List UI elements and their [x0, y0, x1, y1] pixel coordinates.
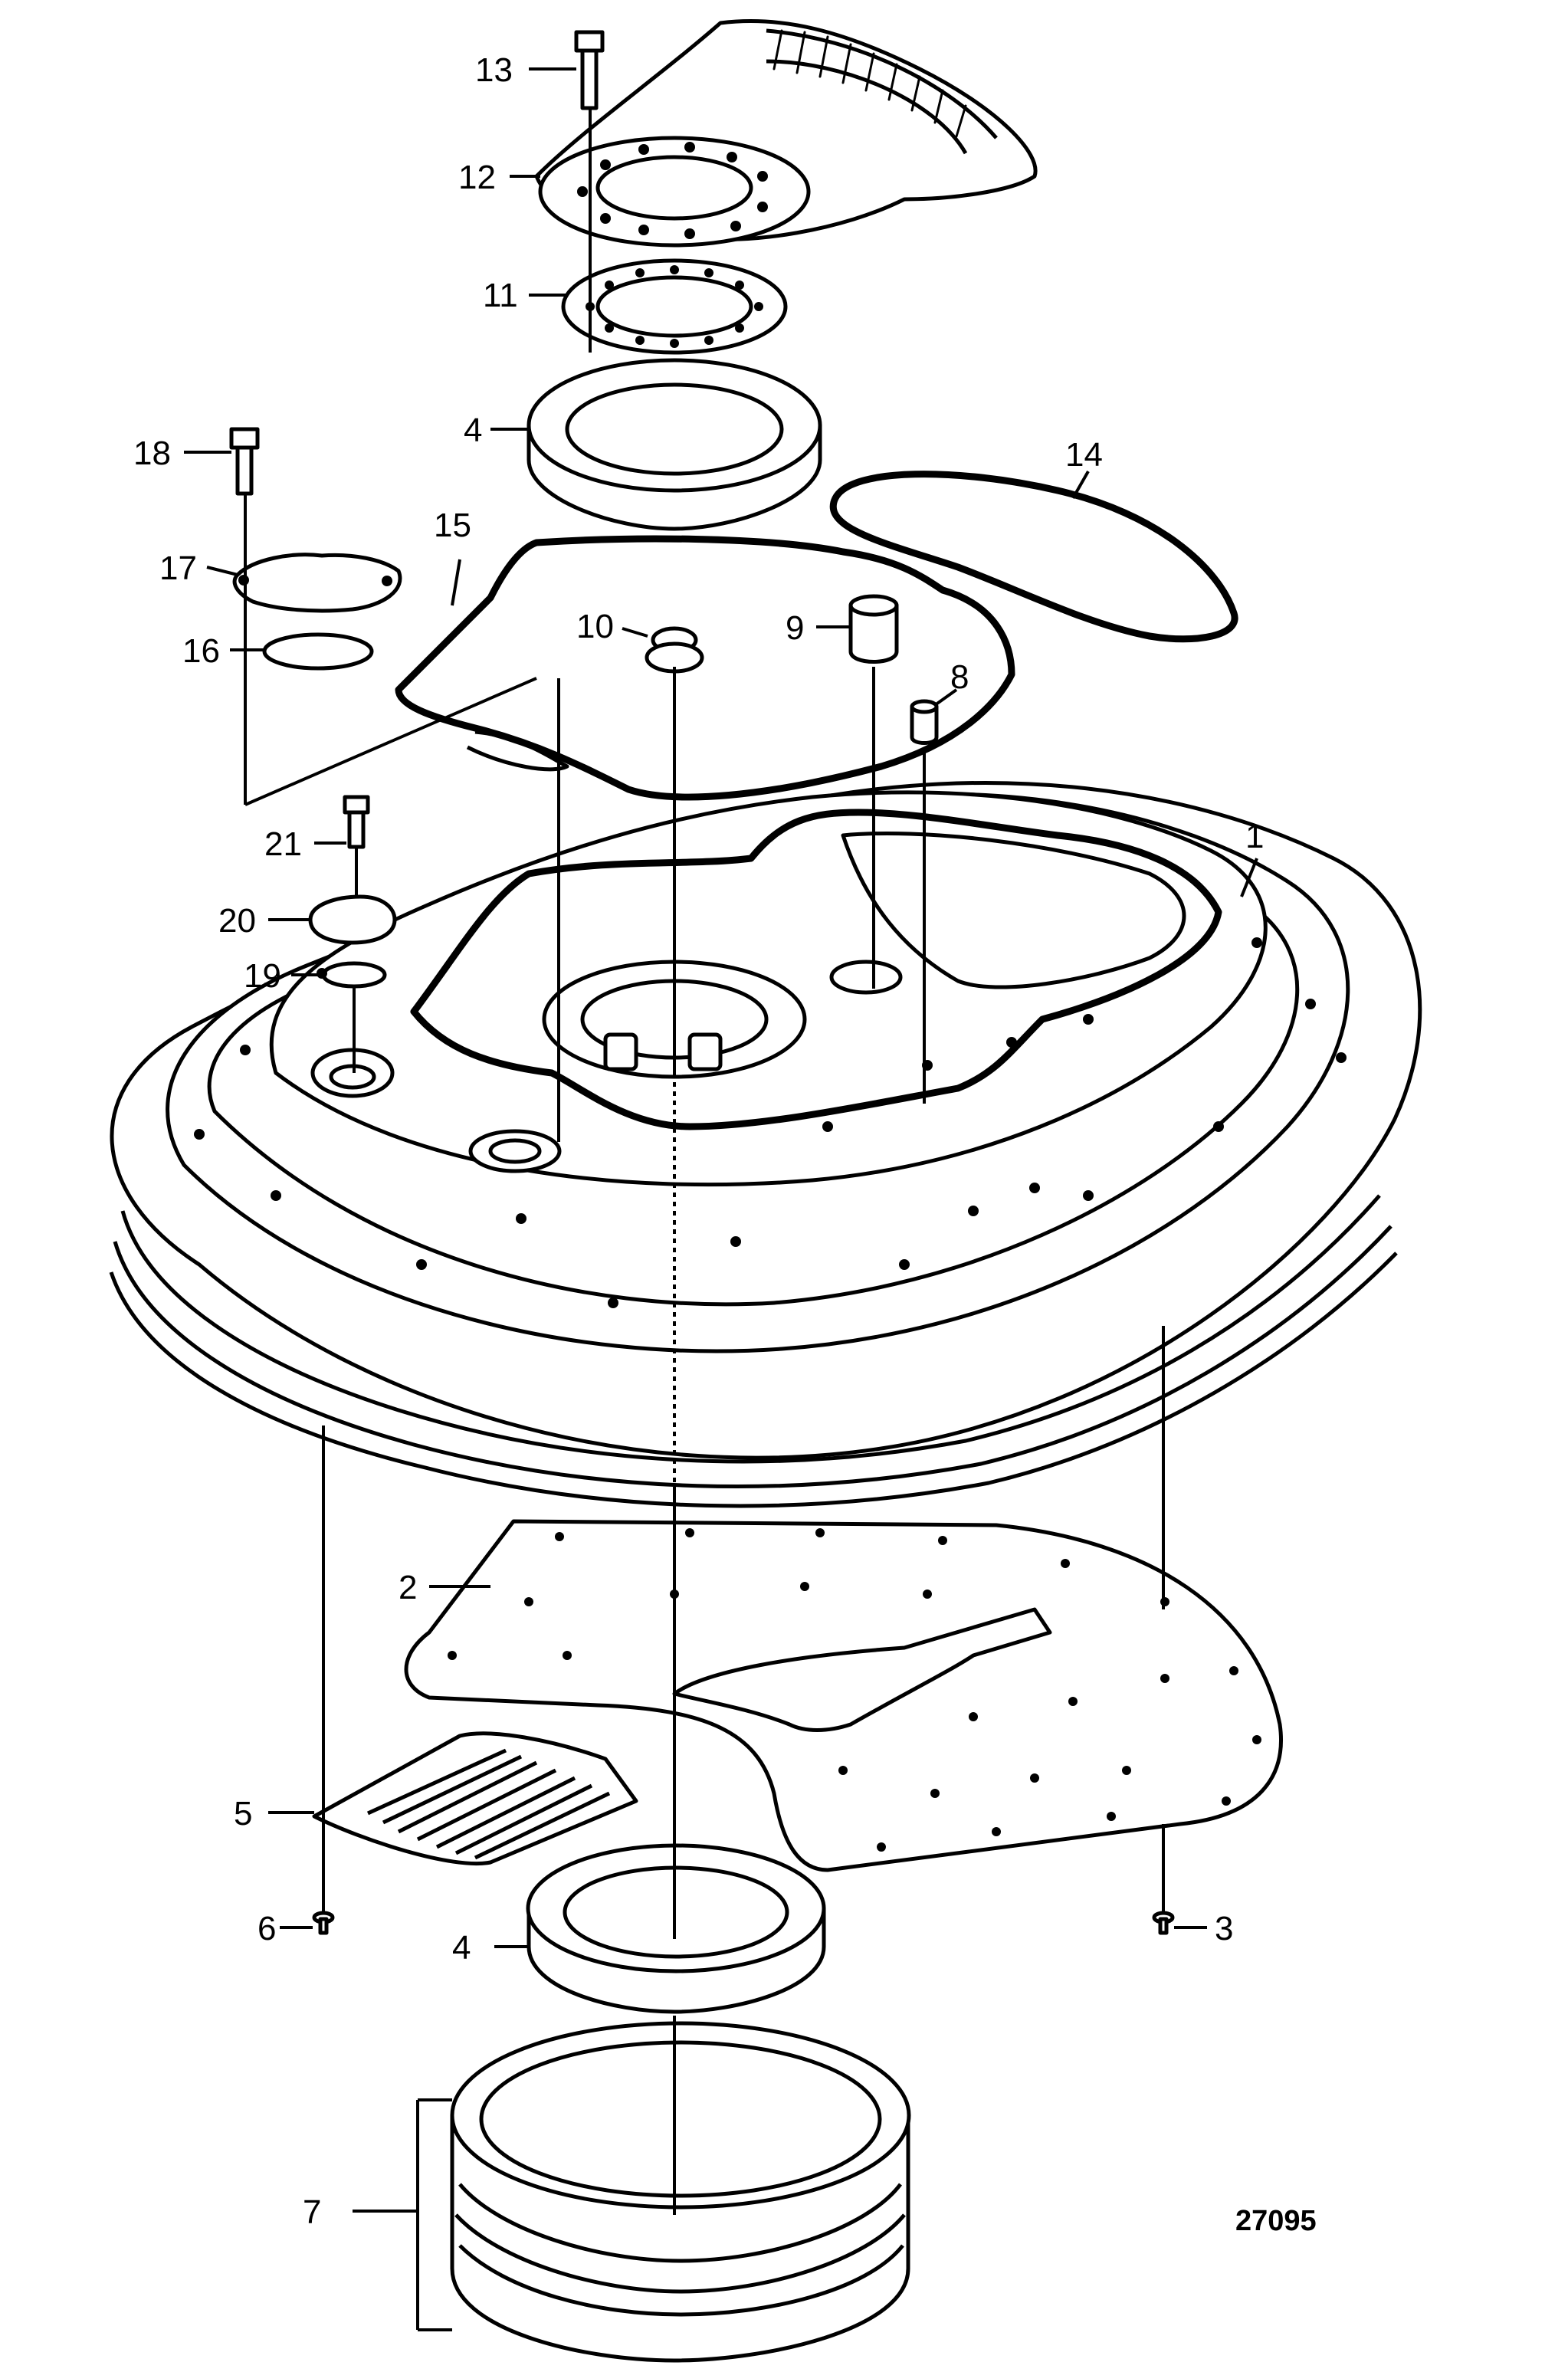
callout-19: 19: [244, 957, 281, 995]
part-1-housing: [109, 780, 1422, 1508]
callout-6: 6: [258, 1910, 276, 1947]
callout-4-upper: 4: [464, 412, 482, 449]
callout-10: 10: [576, 608, 614, 645]
callout-4-lower: 4: [452, 1929, 471, 1967]
callout-13: 13: [475, 51, 513, 89]
part-13-bolt: [574, 30, 605, 110]
part-20-cover: [308, 894, 397, 945]
callout-21: 21: [264, 825, 302, 863]
callout-15: 15: [434, 507, 471, 544]
callout-17: 17: [159, 550, 197, 587]
part-12-top-cover: [534, 19, 1038, 248]
callout-16: 16: [182, 632, 220, 670]
callout-11: 11: [483, 277, 518, 314]
drawing-number: 27095: [1235, 2205, 1317, 2237]
leader-lines: [184, 67, 1258, 2331]
part-2-plate: [404, 1519, 1283, 1872]
part-7-sleeve-stack: [450, 2021, 911, 2363]
part-15-large-gasket: [395, 535, 1015, 801]
part-21-bolt: [343, 795, 370, 849]
callout-14: 14: [1065, 436, 1103, 474]
callout-2: 2: [399, 1569, 417, 1606]
callout-3: 3: [1215, 1910, 1233, 1947]
callout-5: 5: [234, 1795, 252, 1832]
part-18-bolt: [229, 427, 260, 496]
part-6-screw: [312, 1911, 335, 1935]
callout-1: 1: [1245, 818, 1264, 855]
callout-18: 18: [133, 435, 171, 472]
part-8-pin: [910, 699, 939, 745]
callout-9: 9: [786, 609, 804, 647]
callout-20: 20: [218, 902, 256, 940]
part-14-o-ring: [829, 471, 1238, 643]
part-10-washer: [645, 626, 704, 674]
callout-8: 8: [950, 658, 969, 696]
part-5-strainer: [312, 1731, 638, 1866]
callout-labels: 13 12 11 4 18 14 15 17 10 9 16 8 1 21 20…: [133, 51, 1317, 2237]
part-3-screw: [1152, 1911, 1175, 1935]
part-9-sleeve: [848, 594, 899, 664]
callout-7: 7: [303, 2193, 321, 2231]
part-16-o-ring: [262, 632, 374, 671]
part-11-gasket: [561, 258, 788, 355]
part-17-cover-plate: [232, 553, 402, 613]
part-4-seal-upper: [526, 358, 822, 531]
callout-12: 12: [458, 159, 496, 196]
